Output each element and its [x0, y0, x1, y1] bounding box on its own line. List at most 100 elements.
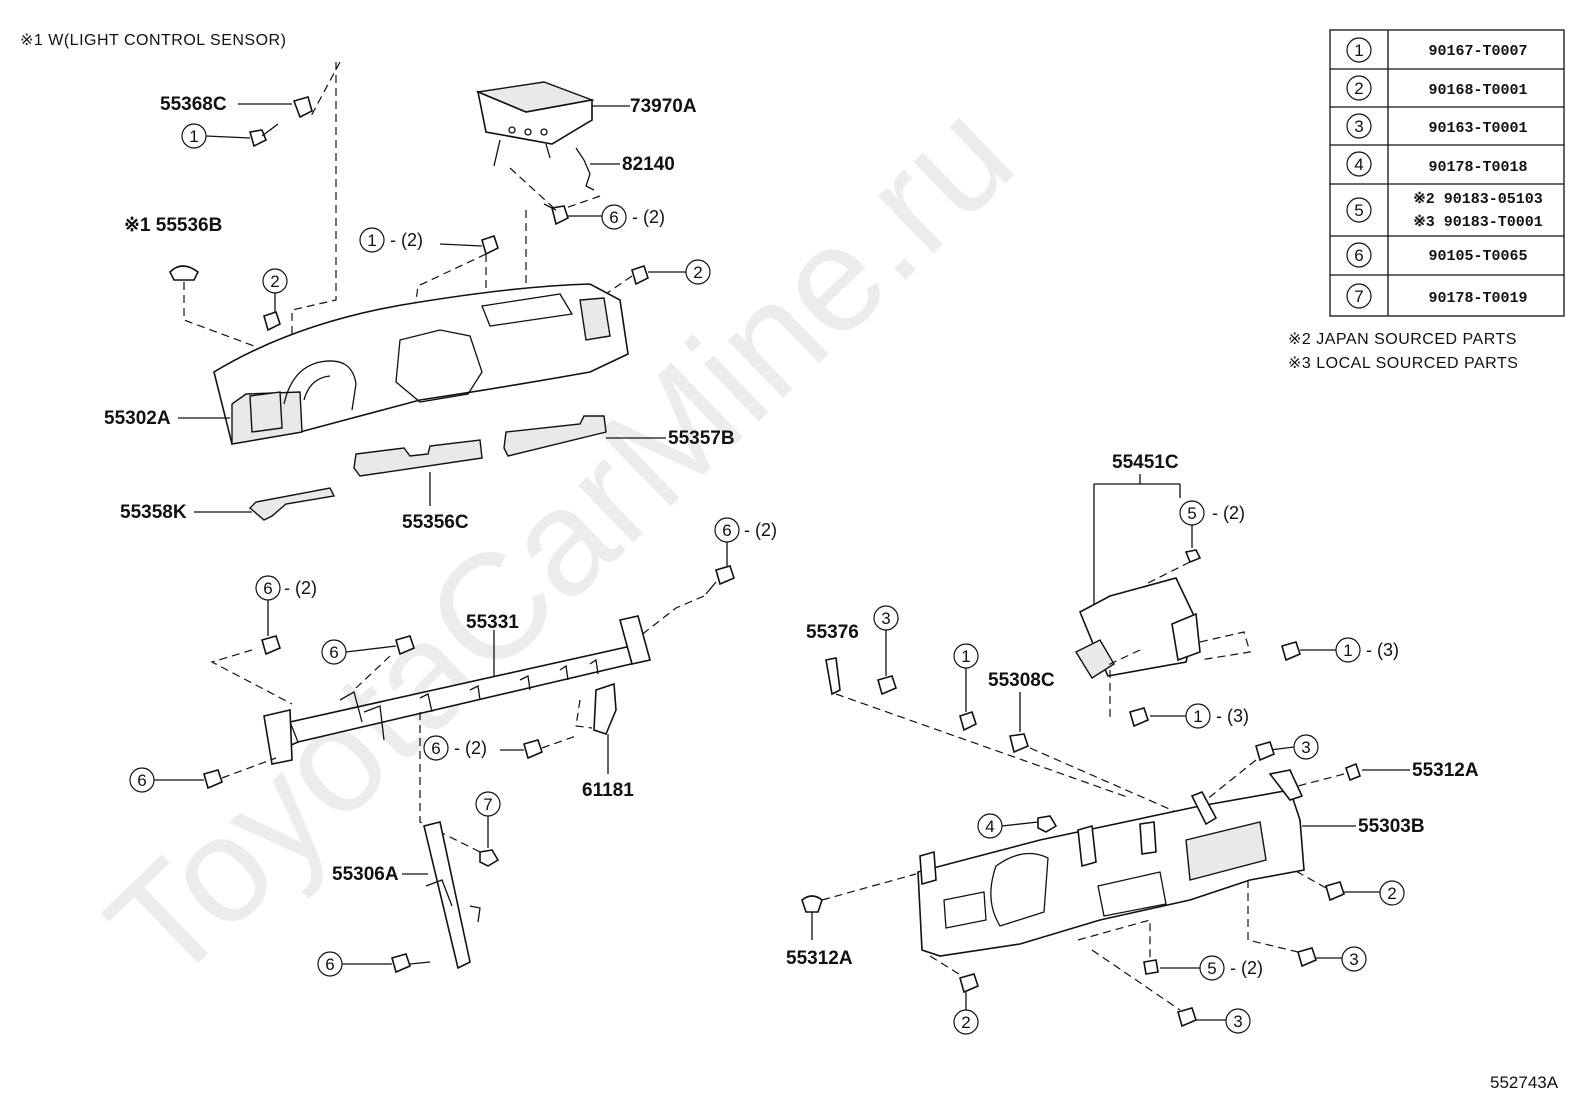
bolt-icon — [1177, 1007, 1197, 1028]
quantity-label: - (3) — [1366, 640, 1399, 660]
bracket-55376 — [825, 657, 841, 696]
callout-number: 1 — [1193, 707, 1202, 726]
table-ref: 1 — [1354, 41, 1363, 60]
bolt-icon — [395, 635, 415, 656]
callout-number: 1 — [1343, 641, 1352, 660]
table-part-number: 90167-T0007 — [1428, 43, 1527, 60]
parts-table: 1 90167-T0007 2 90168-T0001 3 90163-T000… — [1329, 29, 1565, 317]
table-ref: 6 — [1354, 246, 1363, 265]
pad-55357b — [503, 415, 607, 457]
callout-number: 3 — [881, 609, 890, 628]
nut-icon — [479, 849, 500, 867]
callout-number: 3 — [1301, 738, 1310, 757]
label-55308c: 55308C — [988, 670, 1055, 691]
callout-number: 7 — [483, 795, 492, 814]
callout-number: 3 — [1349, 950, 1358, 969]
clip-icon — [1143, 959, 1159, 975]
table-row: 2 90168-T0001 — [1346, 75, 1528, 101]
callout-number: 4 — [985, 817, 994, 836]
table-part-number: 90178-T0018 — [1428, 159, 1527, 176]
callout-number: 5 — [1207, 959, 1216, 978]
callout-number: 2 — [270, 272, 279, 291]
label-55356c: 55356C — [402, 512, 469, 533]
bolt-icon — [1297, 947, 1317, 968]
japan-sourced-note: ※2 JAPAN SOURCED PARTS — [1288, 331, 1517, 348]
table-row: 7 90178-T0019 — [1346, 283, 1528, 309]
label-82140: 82140 — [622, 154, 675, 175]
callout-number: 2 — [1387, 884, 1396, 903]
label-55302a: 55302A — [104, 408, 171, 429]
label-55358k: 55358K — [120, 502, 187, 523]
table-part-number: 90178-T0019 — [1428, 290, 1527, 307]
bolt-icon — [877, 675, 897, 696]
callout-number: 6 — [431, 739, 440, 758]
label-55357b: 55357B — [668, 428, 735, 449]
quantity-label: - (2) — [284, 578, 317, 598]
header-note: ※1 W(LIGHT CONTROL SENSOR) — [20, 32, 286, 49]
callout-number: 5 — [1187, 504, 1196, 523]
instrument-panel-55302a — [213, 283, 629, 445]
bolt-icon — [1129, 707, 1149, 728]
lower-panel-55303b — [917, 769, 1305, 957]
table-part-number: 90163-T0001 — [1428, 120, 1527, 137]
table-ref: 2 — [1354, 79, 1363, 98]
label-55312a-bottom: 55312A — [786, 948, 853, 969]
label-55376: 55376 — [806, 622, 859, 643]
screw-icon — [631, 264, 649, 286]
drawing-number: 552743A — [1490, 1073, 1559, 1092]
clip-icon — [1345, 762, 1361, 782]
bolt-icon — [959, 973, 979, 994]
quantity-label: - (2) — [1230, 958, 1263, 978]
bracket-55368c — [292, 96, 313, 119]
box-55451c — [1075, 577, 1201, 679]
callout-number: 1 — [367, 231, 376, 250]
table-part-number: 90168-T0001 — [1428, 82, 1527, 99]
screw-icon — [959, 710, 977, 732]
connector-82140 — [575, 147, 595, 191]
bolt-icon — [261, 635, 281, 656]
label-55331: 55331 — [466, 612, 519, 633]
bolt-icon — [523, 739, 543, 760]
callout-number: 1 — [189, 127, 198, 146]
quantity-label: - (3) — [1216, 706, 1249, 726]
bolt-icon — [705, 565, 735, 595]
callout-number: 6 — [137, 771, 146, 790]
clip-55308c — [1009, 733, 1029, 754]
table-ref: 5 — [1354, 201, 1363, 220]
quantity-label: - (2) — [454, 738, 487, 758]
screw-icon — [481, 234, 499, 256]
table-row: 3 90163-T0001 — [1346, 113, 1528, 139]
callout-number: 2 — [693, 263, 702, 282]
bracket-61181 — [593, 682, 617, 735]
table-ref: 7 — [1354, 287, 1363, 306]
brace-55306a — [423, 821, 481, 970]
quantity-label: - (2) — [632, 207, 665, 227]
table-ref: 4 — [1354, 155, 1363, 174]
airbag-73970a — [475, 81, 595, 167]
table-row: 5 ※2 90183-05103 ※3 90183-T0001 — [1346, 191, 1543, 231]
pad-55358k — [248, 487, 336, 521]
reinforcement-55331 — [263, 615, 651, 765]
quantity-label: - (2) — [744, 520, 777, 540]
callout-number: 3 — [1233, 1012, 1242, 1031]
clip-icon — [801, 895, 823, 913]
callout-number: 6 — [609, 208, 618, 227]
nut-icon — [1037, 815, 1058, 833]
table-row: 6 90105-T0065 — [1346, 242, 1528, 268]
label-55451c: 55451C — [1112, 452, 1179, 473]
label-55306a: 55306A — [332, 864, 399, 885]
callout-number: 6 — [263, 579, 272, 598]
bolt-icon — [1255, 741, 1275, 762]
label-73970a: 73970A — [630, 96, 697, 117]
table-part-number: ※2 90183-05103 — [1413, 191, 1543, 208]
bolt-icon — [1281, 641, 1301, 662]
bolt-icon — [391, 953, 411, 974]
callout-number: 6 — [329, 643, 338, 662]
screw-icon — [248, 123, 279, 148]
quantity-label: - (2) — [390, 230, 423, 250]
sensor-55536b — [169, 265, 200, 281]
table-part-number: 90105-T0065 — [1428, 248, 1527, 265]
table-row: 4 90178-T0018 — [1346, 151, 1528, 177]
label-55303b: 55303B — [1358, 816, 1425, 837]
